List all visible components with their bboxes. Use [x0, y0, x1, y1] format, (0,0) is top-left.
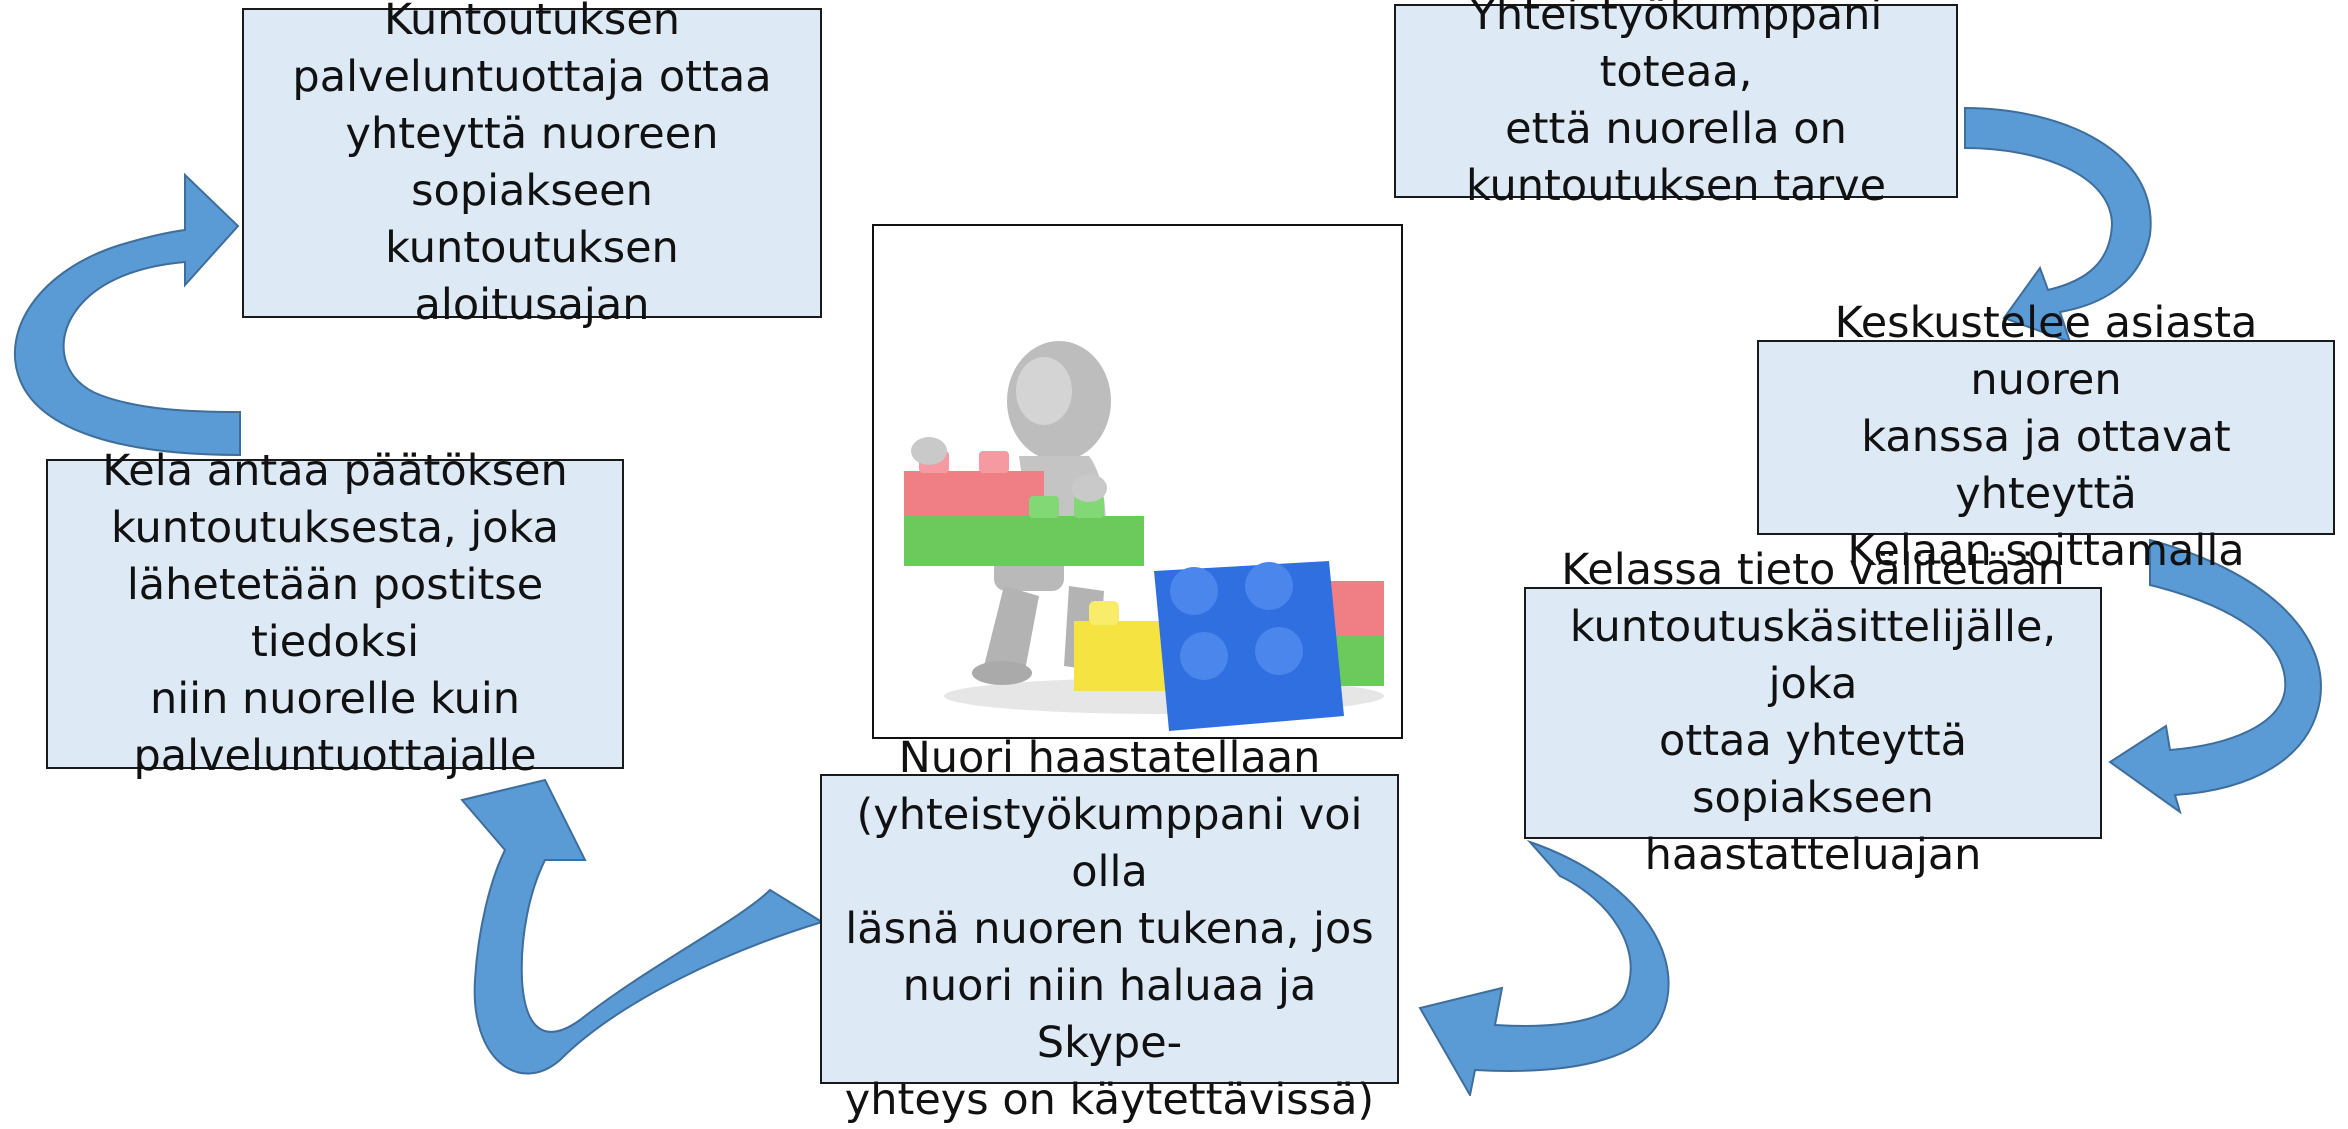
step-box-5: Kela antaa päätöksen kuntoutuksesta, jok… — [46, 446, 624, 781]
step-box-3: Kelassa tieto välitetään kuntoutuskäsitt… — [1524, 545, 2102, 880]
figure-with-bricks-icon — [904, 341, 1384, 731]
arrow-step3-to-step4 — [1418, 839, 1670, 1096]
arrow-step2-to-step3 — [2108, 538, 2322, 815]
step-box-4: Nuori haastatellaan (yhteistyökumppani v… — [820, 733, 1399, 1125]
step-box-2: Keskustelee asiasta nuoren kanssa ja ott… — [1757, 298, 2335, 576]
center-illustration — [872, 224, 1403, 739]
arrow-step5-to-step6 — [14, 172, 241, 457]
step-box-6: Kuntoutuksen palveluntuottaja ottaa yhte… — [242, 0, 822, 330]
cycle-arrows — [14, 106, 2322, 1096]
step-box-1: Yhteistyökumppani toteaa, että nuorella … — [1394, 0, 1958, 211]
arrow-step1-to-step2 — [1964, 106, 2152, 344]
arrow-step4-to-step5 — [460, 778, 825, 1075]
